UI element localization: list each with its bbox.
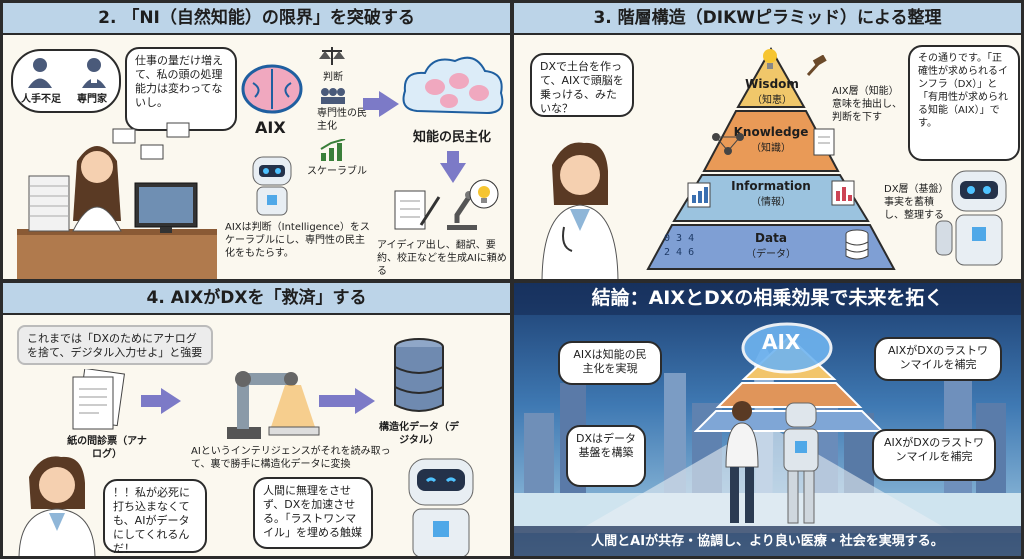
growth-chart-icon xyxy=(320,139,346,161)
arrow-right-icon xyxy=(379,91,399,117)
tier-knowledge: Knowledge（知識） xyxy=(733,125,809,154)
feature-democratization: 専門性の民主化 xyxy=(317,108,367,132)
tier-wisdom: Wisdom（知恵） xyxy=(745,77,799,106)
person-icon xyxy=(28,58,52,88)
robot-answer-bubble: その通りです。「正確性が求められるインフラ（DX）」と「有用性が求められる知能（… xyxy=(908,45,1020,161)
arrow-shaft xyxy=(319,395,357,407)
lightbulb-icon xyxy=(763,49,777,69)
svg-text:0 3 4: 0 3 4 xyxy=(664,233,694,244)
doctor-back xyxy=(725,401,759,523)
democratization-label: 知能の民主化 xyxy=(413,130,492,145)
robot-arm-scanner-icon xyxy=(227,371,320,439)
paper-forms-icon xyxy=(72,369,125,430)
brain-cloud-icon xyxy=(402,56,504,115)
surprised-doctor xyxy=(18,456,96,556)
footer-text: 人間とAIが共存・協調し、より良い医療・社会を実現する。 xyxy=(591,534,944,549)
tasks-note: アイディア出し、翻訳、要約、校正などを生成AIに頼める xyxy=(377,240,507,277)
database-icon xyxy=(394,338,444,412)
binary-icon: 0 3 4 2 4 6 xyxy=(664,233,694,258)
panel-aix-rescues-dx: 4. AIXがDXを「救済」する これまでは「DXのためにアナログを捨て、デジタ… xyxy=(0,280,513,559)
svg-text:2 4 6: 2 4 6 xyxy=(664,247,694,258)
panel-conclusion: 結論：AIXとDXの相乗効果で未来を拓く AIX AIXは知能の民主化を実現 A… xyxy=(511,280,1024,559)
feature-judgment: 判断 xyxy=(323,72,343,83)
doctor-icon xyxy=(82,58,106,88)
robot xyxy=(408,458,474,556)
panel-title: 4. AIXがDXを「救済」する xyxy=(3,283,510,315)
panel-dikw-pyramid: 3. 階層構造（DIKWピラミッド）による整理 DXで土台を作って、AIXで頭脳… xyxy=(511,0,1024,282)
gavel-icon xyxy=(806,55,827,77)
feature-scalable: スケーラブル xyxy=(307,166,367,177)
panel-title: 結論：AIXとDXの相乗効果で未来を拓く xyxy=(514,283,1021,315)
arrow-shaft xyxy=(141,395,163,407)
bubble-last-mile-top: AIXがDXのラストワンマイルを補完 xyxy=(874,337,1002,381)
process-note: AIというインテリジェンスがそれを読み取って、裏で勝手に構造化データに変換 xyxy=(191,446,391,470)
robot xyxy=(252,156,292,216)
robot-back xyxy=(783,402,819,524)
robot-bubble: 人間に無理をさせず、DXを加速させる。「ラストワンマイル」を埋める触媒 xyxy=(253,477,373,549)
label-expert: 専門家 xyxy=(77,94,107,105)
bubble-data-base: DXはデータ基盤を構築 xyxy=(566,425,646,487)
bubble-last-mile-bottom: AIXがDXのラストワンマイルを補完 xyxy=(872,429,996,481)
doctor xyxy=(541,142,619,279)
arrow-shaft xyxy=(363,98,381,110)
arrow-down-icon xyxy=(440,163,466,183)
label-understaffed: 人手不足 xyxy=(21,94,61,105)
aix-note: AIXは判断（Intelligence）をスケーラブルにし、専門性の民主化をもた… xyxy=(225,222,370,259)
brain-icon xyxy=(741,322,833,374)
document-pen-icon xyxy=(394,190,441,230)
dikw-pyramid xyxy=(646,46,896,270)
people-icon xyxy=(321,88,345,104)
panel-title: 3. 階層構造（DIKWピラミッド）による整理 xyxy=(514,3,1021,35)
paper-label: 紙の問診票（アナログ） xyxy=(67,436,147,460)
overwhelmed-doctor xyxy=(17,122,217,279)
doctor-question-bubble: DXで土台を作って、AIXで頭脳を乗っける、みたいな？ xyxy=(530,53,634,117)
panel-ni-limits: 2. 「NI（自然知能）の限界」を突破する 人手不足 専門家 仕事の量だけ増えて… xyxy=(0,0,513,282)
scale-icon xyxy=(319,47,345,65)
chart-doc-icon xyxy=(687,182,711,208)
thought-bubble xyxy=(11,49,121,113)
panel-title: 2. 「NI（自然知能）の限界」を突破する xyxy=(3,3,510,35)
aix-label: AIX xyxy=(762,330,801,354)
dx-layer-label: DX層（基盤）事実を蓄積し、整理する xyxy=(884,184,949,221)
tier-information: Information（情報） xyxy=(731,179,811,208)
note-box: これまでは「DXのためにアナログを捨て、デジタル入力せよ」と強要 xyxy=(17,325,213,365)
database-icon xyxy=(845,229,869,260)
footer-banner xyxy=(514,526,1021,556)
aix-layer-label: AIX層（知能）意味を抽出し、判断を下す xyxy=(832,86,902,123)
arrow-right-icon xyxy=(355,388,375,414)
aix-label: AIX xyxy=(255,118,286,137)
arrow-right-icon xyxy=(161,388,181,414)
worry-bubble: 仕事の量だけ増えて、私の頭の処理能力は変わってないし。 xyxy=(125,47,237,131)
document-icon xyxy=(813,128,835,156)
brain-icon xyxy=(241,64,303,114)
lightbulb-icon xyxy=(469,179,499,209)
db-label: 構造化データ（デジタル） xyxy=(379,422,459,446)
robot xyxy=(935,170,1007,266)
network-icon xyxy=(712,133,744,155)
tier-data: Data（データ） xyxy=(746,231,796,260)
bar-chart-icon xyxy=(831,180,855,206)
arrow-shaft xyxy=(447,151,459,163)
bubble-democratization: AIXは知能の民主化を実現 xyxy=(558,341,662,385)
doctor-exclaim-bubble: ！！私が必死に打ち込まなくても、AIがデータにしてくれるんだ！ xyxy=(103,479,207,555)
